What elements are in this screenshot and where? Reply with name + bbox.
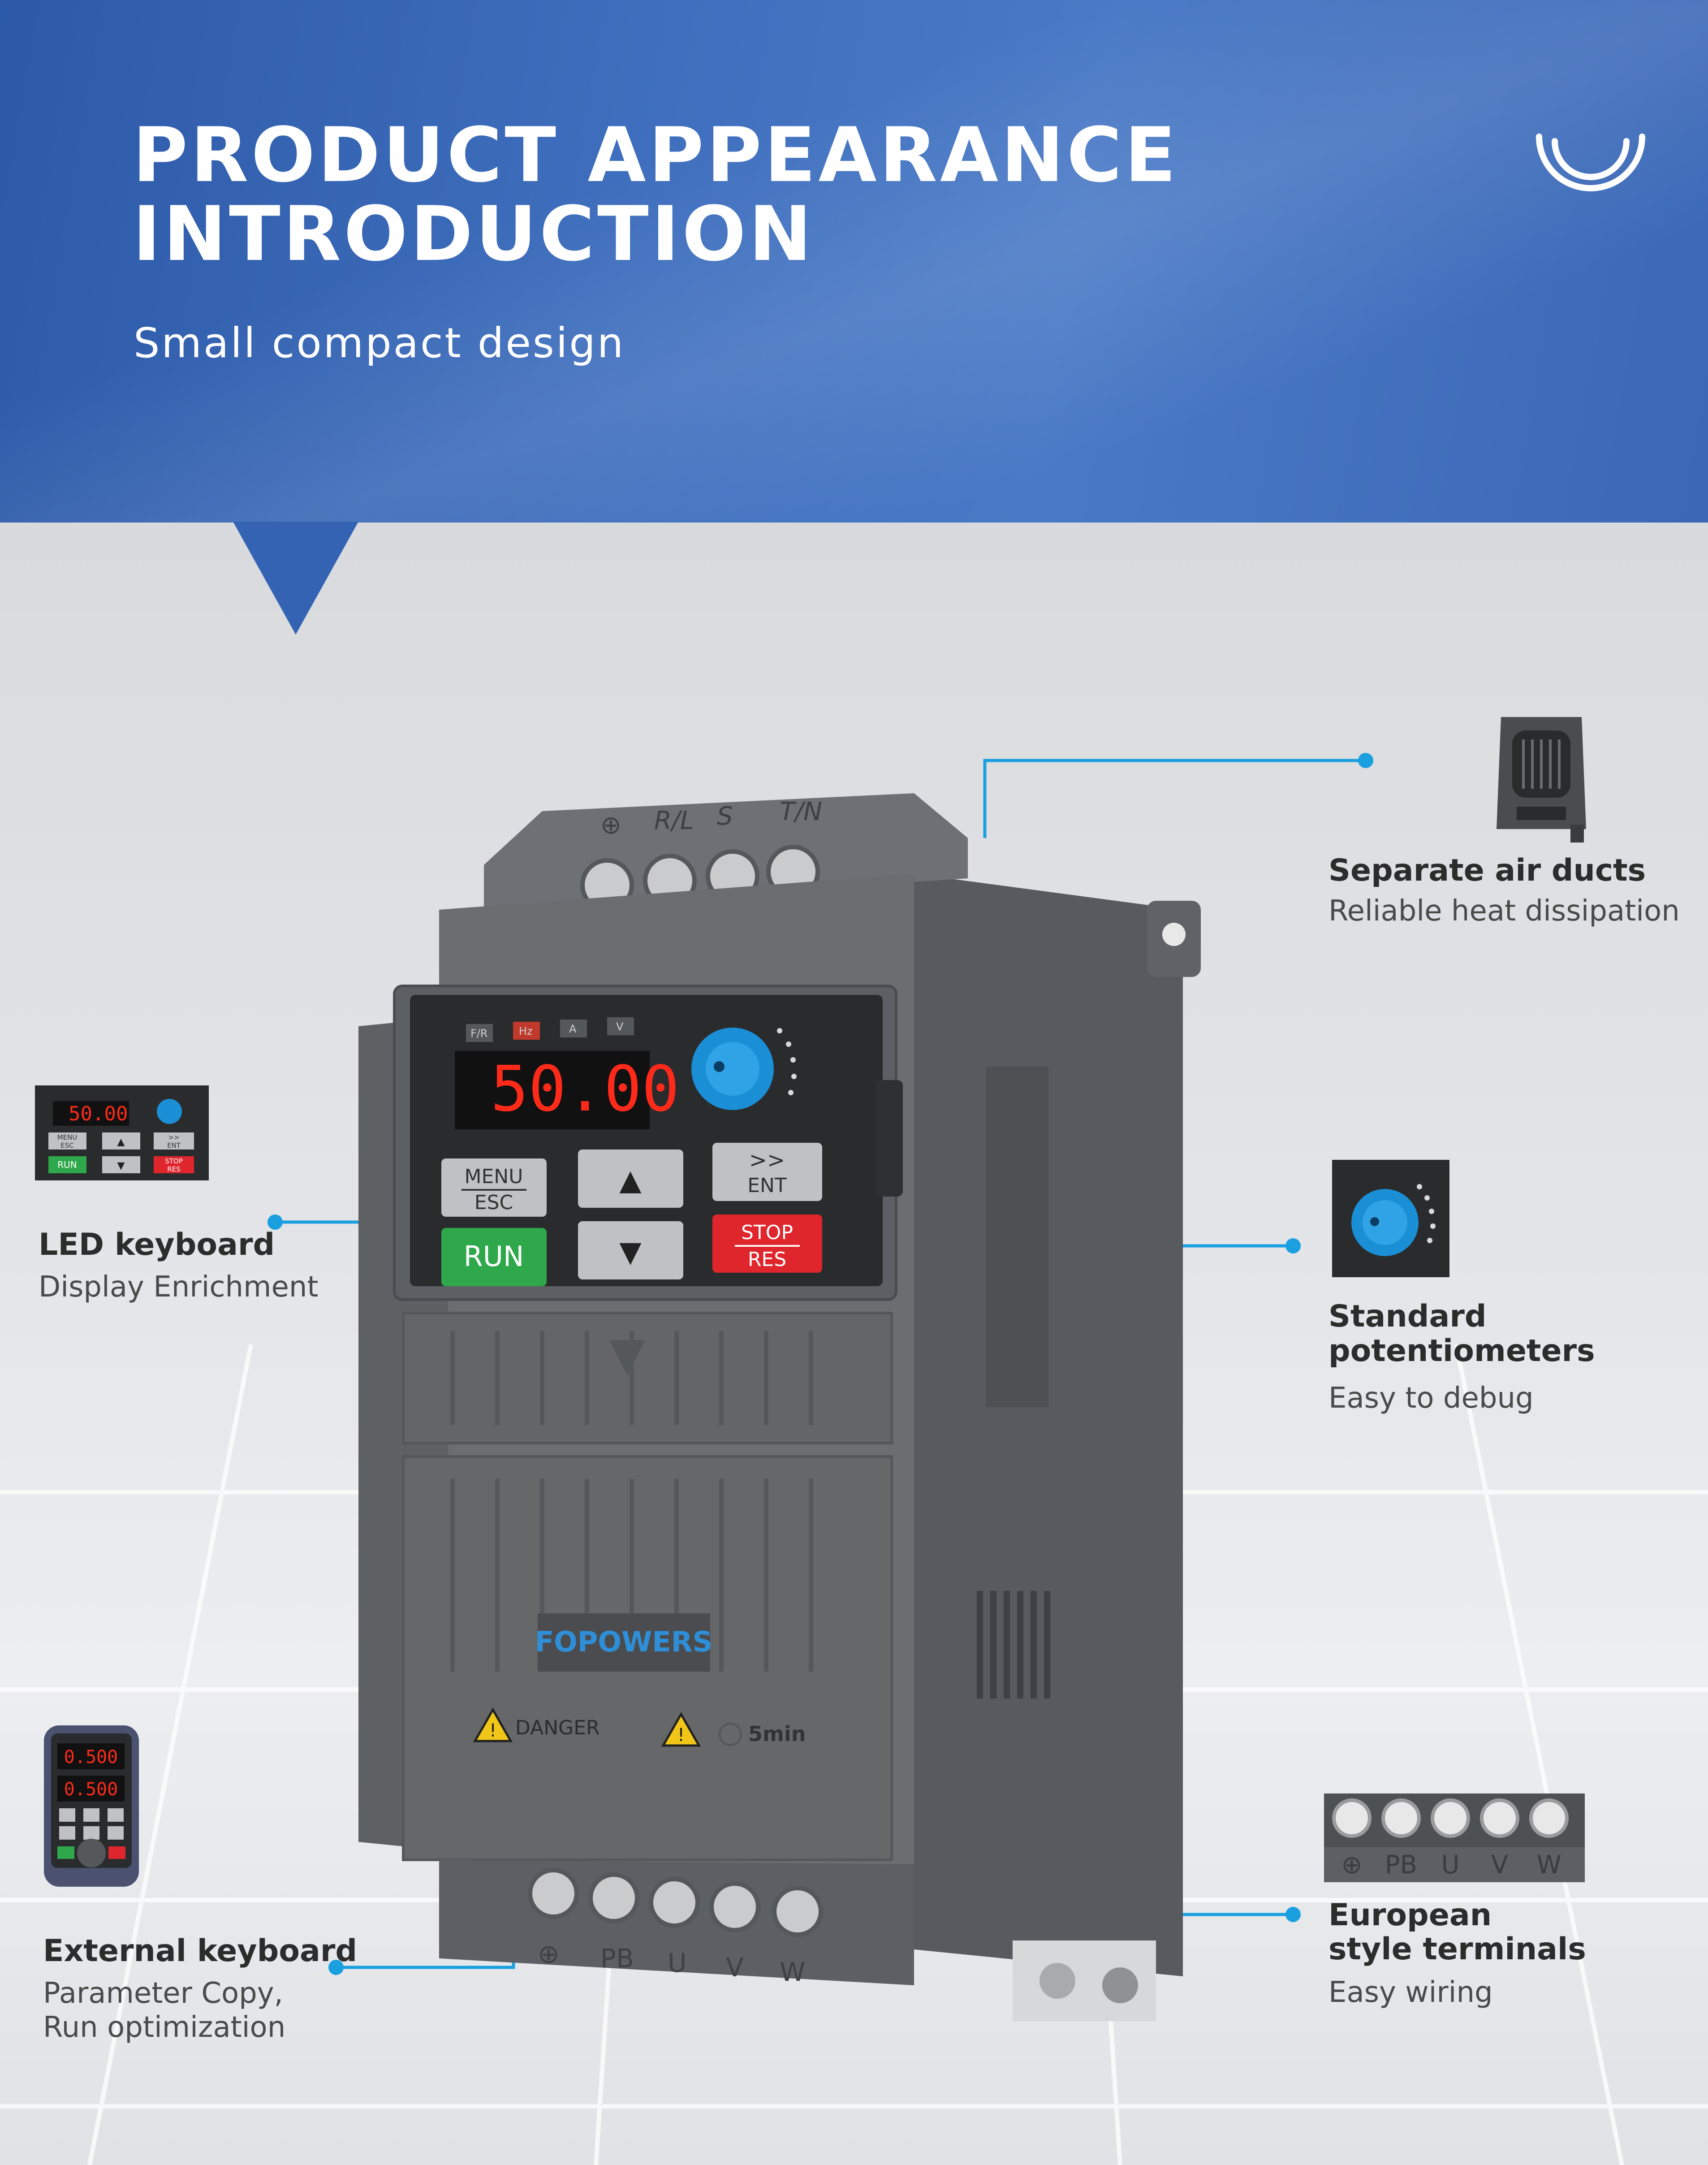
stop-res-button[interactable]: STOP RES: [712, 1214, 822, 1273]
run-button[interactable]: RUN: [441, 1228, 547, 1286]
feature-air-ducts-desc: Reliable heat dissipation: [1328, 895, 1680, 928]
indicator-a: A: [569, 1023, 577, 1035]
led-display: [455, 1051, 650, 1129]
feature-terminals-title-line1: European: [1328, 1897, 1492, 1933]
svg-text:!: !: [677, 1725, 685, 1746]
top-terminal-label-t: T/N: [780, 797, 822, 826]
led-thumb-menu: MENU: [57, 1133, 78, 1141]
led-thumb-up: ▲: [117, 1137, 125, 1148]
led-thumb-run: RUN: [57, 1159, 77, 1170]
shift-ent-button[interactable]: >> ENT: [712, 1143, 822, 1201]
danger-warning: ! DANGER: [473, 1707, 600, 1742]
menu-key-label: MENU: [465, 1165, 523, 1188]
ext-display-bottom: 0.500: [64, 1779, 118, 1800]
bottom-terminal-labels: ⊕ PB U V W: [538, 1939, 805, 1987]
bottom-label-v: V: [726, 1952, 744, 1983]
brand-plate: [538, 1613, 710, 1672]
feature-external-keyboard-title: External keyboard: [43, 1933, 358, 1969]
thumb-label-w: W: [1536, 1850, 1561, 1880]
upper-vent-cover: [402, 1312, 893, 1444]
indicator-hz: Hz: [519, 1025, 533, 1037]
air-duct-icon: [1497, 717, 1586, 843]
ent-key-label: ENT: [747, 1174, 787, 1197]
terminal-block-icon: ⊕ PB U V W: [1324, 1793, 1585, 1882]
menu-esc-button[interactable]: MENU ESC: [441, 1158, 547, 1217]
header-notch: [233, 522, 358, 635]
feature-led-keyboard-title: LED keyboard: [39, 1227, 275, 1262]
led-keyboard-icon: 50.00 MENU ESC ▲ >> ENT RUN ▼ STOP RES: [35, 1085, 209, 1180]
discharge-time-label: 5min: [748, 1722, 806, 1746]
shift-key-label: >>: [749, 1148, 785, 1173]
thumb-label-pe: ⊕: [1341, 1850, 1363, 1880]
led-thumb-ent: ENT: [167, 1141, 181, 1149]
danger-label: DANGER: [515, 1716, 600, 1739]
device-side-panel: [914, 874, 1183, 1976]
led-thumb-shift: >>: [168, 1133, 179, 1141]
bottom-terminal-screws: [528, 1868, 823, 1937]
feature-terminals-desc: Easy wiring: [1328, 1976, 1493, 2009]
page-title: PRODUCT APPEARANCE INTRODUCTION: [133, 116, 1179, 273]
thumb-label-u: U: [1441, 1850, 1460, 1880]
res-key-label: RES: [748, 1248, 786, 1271]
top-terminal-label-pe: ⊕: [600, 811, 621, 840]
thumb-label-pb: PB: [1385, 1850, 1417, 1880]
down-button[interactable]: ▼: [578, 1221, 683, 1279]
feature-potentiometer-title-line2: potentiometers: [1328, 1333, 1595, 1369]
potentiometer-knob[interactable]: [691, 1028, 774, 1110]
led-thumb-res: RES: [167, 1165, 180, 1173]
run-key-label: RUN: [464, 1240, 524, 1273]
bottom-label-u: U: [668, 1948, 686, 1978]
potentiometer-icon: [1332, 1160, 1449, 1277]
led-thumb-esc: ESC: [60, 1141, 73, 1149]
indicator-fr: F/R: [470, 1027, 488, 1040]
inverter-device: ⊕ R/L S T/N F/R Hz A V 50.00 MENU: [358, 793, 1201, 2021]
indicator-v: V: [616, 1020, 624, 1033]
led-thumb-stop: STOP: [165, 1157, 183, 1165]
up-arrow-icon: ▲: [619, 1164, 642, 1197]
led-display-value: 50.00: [491, 1053, 679, 1126]
page-title-line1: PRODUCT APPEARANCE: [133, 111, 1179, 199]
feature-potentiometer-desc: Easy to debug: [1328, 1382, 1534, 1415]
feature-terminals-title-line2: style terminals: [1328, 1932, 1586, 1967]
header-shine: [0, 0, 1708, 523]
stop-key-label: STOP: [741, 1221, 793, 1244]
led-thumb-down: ▼: [117, 1160, 125, 1171]
brand-name: FOPOWERS: [535, 1625, 712, 1658]
header-banner: PRODUCT APPEARANCE INTRODUCTION Small co…: [0, 0, 1708, 523]
ext-display-top: 0.500: [64, 1747, 118, 1767]
page-subtitle: Small compact design: [134, 319, 625, 367]
page-title-line2: INTRODUCTION: [133, 190, 815, 278]
top-terminal-label-r: R/L: [654, 806, 694, 835]
top-terminal-label-s: S: [717, 802, 733, 831]
down-arrow-icon: ▼: [619, 1236, 642, 1269]
feature-air-ducts-title: Separate air ducts: [1328, 853, 1646, 888]
bottom-label-pe: ⊕: [538, 1939, 560, 1969]
svg-text:!: !: [489, 1720, 496, 1741]
bottom-label-w: W: [780, 1957, 805, 1987]
up-button[interactable]: ▲: [578, 1149, 683, 1208]
bottom-label-pb: PB: [600, 1943, 634, 1974]
feature-external-keyboard-desc-line2: Run optimization: [43, 2011, 286, 2044]
thumb-label-v: V: [1491, 1850, 1508, 1880]
feature-led-keyboard-desc: Display Enrichment: [39, 1270, 319, 1304]
esc-key-label: ESC: [474, 1191, 513, 1214]
external-keyboard-icon: 0.500 0.500: [44, 1725, 139, 1887]
discharge-warning: ! 5min: [661, 1711, 806, 1747]
clock-icon: [719, 1723, 742, 1746]
feature-potentiometer-title-line1: Standard: [1328, 1299, 1487, 1334]
led-thumb-display: 50.00: [69, 1102, 128, 1125]
brand-logo-icon: [1536, 134, 1645, 191]
feature-external-keyboard-desc-line1: Parameter Copy,: [43, 1977, 283, 2010]
top-terminal-labels: ⊕ R/L S T/N: [600, 797, 822, 840]
